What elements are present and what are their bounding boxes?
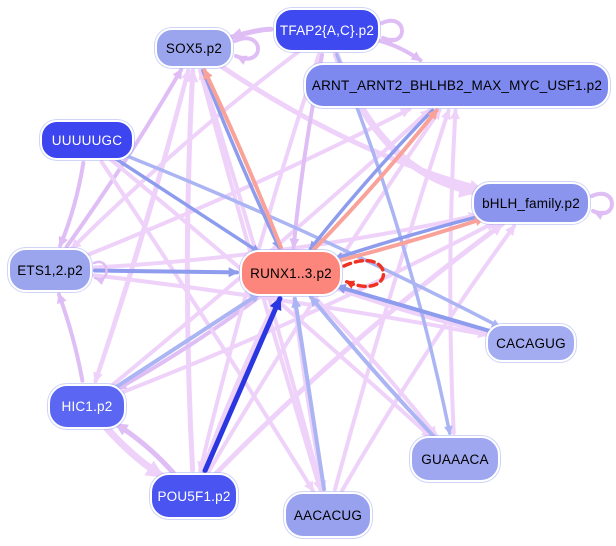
edge-tfap2-ets12 (70, 49, 301, 251)
edge-runx-sox5 (202, 68, 283, 250)
edge-bhlh-runx (333, 214, 482, 261)
edge-hic1-runx (113, 291, 261, 390)
node-aacacug[interactable]: AACACUG (284, 492, 372, 538)
edge-ets12-arnt-arrowhead (399, 108, 412, 118)
self-loop-runx (342, 258, 386, 289)
node-tfap2[interactable]: TFAP2{A,C}.p2 (274, 8, 380, 52)
node-label: RUNX1..3.p2 (250, 265, 332, 281)
node-pou5f1[interactable]: POU5F1.p2 (150, 473, 238, 519)
edge-uuuuugc-guaaaca (109, 158, 433, 439)
self-loop-sox5 (233, 36, 260, 61)
node-label: UUUUUGC (51, 132, 123, 148)
edge-sox5-hic1-arrowhead (93, 371, 103, 383)
edge-aacacug-runx (292, 296, 327, 492)
node-bhlh[interactable]: bHLH_family.p2 (472, 182, 590, 224)
edge-runx-hic1 (115, 292, 264, 391)
edge-arnt-runx (308, 108, 435, 251)
self-loop-runx-arrowhead (345, 280, 356, 289)
self-loop-ets12-arrowhead (95, 278, 105, 285)
edge-pou5f1-bhlh-arrowhead (489, 223, 504, 236)
edge-tfap2-arnt-arrowhead (410, 51, 423, 62)
self-loop-tfap2-arrowhead (383, 37, 395, 47)
edge-tfap2-ets12-arrowhead (70, 238, 82, 250)
edge-guaaaca-runx (308, 295, 436, 438)
node-label: HIC1.p2 (61, 398, 113, 414)
edge-aacacug-runx-arrowhead (291, 296, 302, 308)
edge-pou5f1-bhlh (213, 221, 505, 476)
edge-guaaaca-arnt-arrowhead (450, 108, 460, 120)
self-loop-bhlh-arrowhead (593, 210, 605, 220)
node-label: TFAP2{A,C}.p2 (279, 22, 375, 38)
edge-uuuuugc-ets12 (58, 160, 86, 248)
node-arnt[interactable]: ARNT_ARNT2_BHLHB2_MAX_MYC_USF1.p2 (304, 62, 610, 108)
edge-aacacug-arnt-arrowhead (441, 108, 451, 121)
edge-ets12-cacagug-arrowhead (477, 328, 489, 339)
edge-uuuuugc-guaaaca-arrowhead (420, 427, 432, 438)
edge-ets12-sox5 (64, 67, 184, 249)
edge-ets12-cacagug (92, 273, 489, 337)
edge-uuuuugc-aacacug-arrowhead (304, 480, 314, 493)
node-sox5[interactable]: SOX5.p2 (155, 28, 233, 68)
edge-uuuuugc-runx (114, 157, 261, 254)
edge-pou5f1-runx-arrowhead (269, 296, 282, 312)
edge-runx-bhlh (336, 216, 486, 263)
edge-guaaaca-arnt (448, 108, 458, 436)
node-uuuuugc[interactable]: UUUUUGC (40, 120, 134, 160)
edge-ets12-runx (92, 268, 240, 275)
edge-guaaaca-runx-arrowhead (309, 295, 321, 307)
edge-sox5-runx (201, 68, 281, 250)
edge-tfap2-guaaaca-arrowhead (444, 425, 453, 436)
edge-ets12-bhlh (92, 213, 480, 270)
node-label: AACACUG (293, 507, 363, 523)
edge-runx-guaaaca (311, 294, 438, 438)
node-label: ETS1,2.p2 (17, 262, 83, 278)
edge-hic1-arnt-arrowhead (419, 108, 431, 120)
node-cacagug[interactable]: CACAGUG (486, 324, 576, 362)
node-ets12[interactable]: ETS1,2.p2 (8, 248, 92, 292)
node-guaaaca[interactable]: GUAAACA (410, 436, 500, 482)
edge-pou5f1-hic1-arrowhead (114, 423, 129, 436)
node-label: bHLH_family.p2 (482, 195, 580, 211)
node-label: CACAGUG (496, 335, 566, 351)
edge-ets12-sox5-arrowhead (172, 68, 183, 80)
edge-aacacug-arnt (332, 108, 451, 492)
edge-hic1-ets12-arrowhead (57, 292, 67, 305)
self-loop-sox5-arrowhead (236, 55, 248, 65)
node-hic1[interactable]: HIC1.p2 (48, 383, 126, 429)
edge-arnt-runx-arrowhead (309, 240, 319, 251)
edge-hic1-bhlh (120, 220, 497, 395)
edge-hic1-pou5f1-arrowhead (144, 460, 165, 478)
edge-pou5f1-runx (202, 295, 283, 474)
node-label: SOX5.p2 (165, 40, 223, 56)
self-loop-tfap2 (380, 18, 404, 43)
edge-sox5-aacacug-arrowhead (312, 479, 323, 492)
edge-aacacug-bhlh-arrowhead (505, 224, 516, 236)
edge-uuuuugc-ets12-arrowhead (58, 235, 69, 248)
self-loop-bhlh (590, 191, 614, 216)
edge-runx-arnt (311, 108, 439, 252)
edge-runx-guaaaca-arrowhead (426, 425, 438, 437)
edge-ets12-runx-arrowhead (228, 267, 240, 278)
edge-uuuuugc-cacagug (123, 153, 501, 329)
edge-hic1-arnt (109, 108, 432, 388)
edge-tfap2-pou5f1-arrowhead (197, 460, 208, 473)
edge-runx-arnt-arrowhead (427, 108, 438, 120)
edge-cacagug-runx (335, 284, 493, 334)
edge-runx-sox5-arrowhead (203, 68, 213, 81)
edge-tfap2-runx-arrowhead (289, 238, 300, 250)
edge-hic1-ets12 (56, 292, 85, 383)
edge-aacacug-bhlh (340, 224, 517, 493)
node-label: GUAAACA (421, 451, 489, 467)
node-label: ARNT_ARNT2_BHLHB2_MAX_MYC_USF1.p2 (311, 77, 603, 93)
edge-ets12-arnt (84, 107, 412, 258)
node-label: POU5F1.p2 (157, 488, 231, 504)
node-runx[interactable]: RUNX1..3.p2 (240, 250, 342, 296)
